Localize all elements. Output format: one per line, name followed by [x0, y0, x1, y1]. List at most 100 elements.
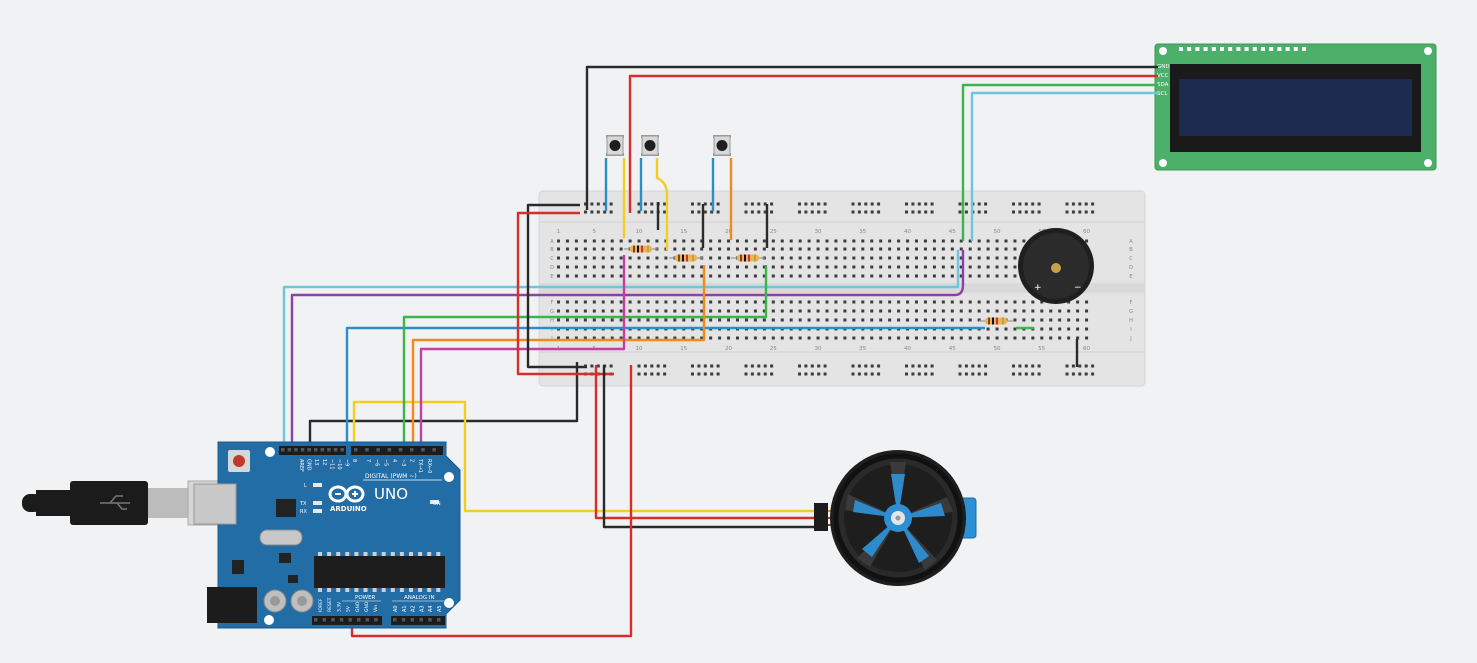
digital-pin-label: RX←0	[426, 459, 432, 473]
bb-col-number: 15	[680, 346, 687, 352]
power-pin-label: GND	[364, 601, 370, 612]
analog-pin-label: A4	[428, 605, 434, 612]
bb-row-letter: D	[1129, 265, 1133, 271]
bb-row-letter: F	[1130, 300, 1133, 306]
bb-col-number: 40	[904, 229, 911, 235]
bb-col-number: 45	[949, 346, 956, 352]
analog-pin-label: A5	[437, 605, 443, 612]
bb-row-letter: C	[1129, 256, 1133, 262]
power-jack	[207, 587, 257, 623]
lcd-pin-label: SCL	[1157, 91, 1168, 97]
wire-lcd-sda	[961, 83, 1158, 241]
digital-header-1[interactable]	[279, 446, 346, 455]
bb-col-number: 55	[1038, 346, 1045, 352]
resistor[interactable]	[979, 317, 1013, 325]
lcd-screen	[1179, 79, 1412, 136]
wire-magenta-pin2	[419, 255, 626, 449]
bb-row-letter: J	[1129, 336, 1131, 342]
chip-pins	[318, 552, 441, 592]
power-pin-label: 5V	[346, 605, 352, 612]
push-button[interactable]	[713, 135, 731, 156]
wire-yellow-pin9	[352, 400, 822, 513]
push-button[interactable]	[606, 135, 624, 156]
bb-row-letter: B	[1129, 247, 1133, 253]
resistor[interactable]	[624, 245, 658, 253]
resistor[interactable]	[731, 254, 765, 262]
bb-row-letter: F	[551, 300, 554, 306]
wire-lcd-scl	[970, 91, 1158, 241]
usb-icon	[100, 495, 130, 510]
analog-header[interactable]	[391, 616, 445, 625]
bb-col-number: 20	[725, 346, 732, 352]
analog-label: ANALOG IN	[404, 595, 435, 601]
bb-row-letter: I	[1130, 327, 1131, 333]
digital-pin-label: 7	[365, 459, 371, 462]
usb-cable[interactable]	[22, 480, 223, 526]
wire-btn2-yellow	[655, 158, 669, 250]
bb-row-letter: D	[550, 265, 554, 271]
buzzer-minus-label: −	[1074, 283, 1082, 293]
wire-servo-black	[602, 365, 822, 529]
power-pin-label: Vin	[373, 605, 379, 612]
piezo-buzzer[interactable]: + −	[1018, 228, 1094, 304]
bb-row-letter: G	[550, 309, 554, 315]
digital-pin-label: 12	[321, 459, 327, 465]
digital-pin-label: AREF	[298, 459, 304, 472]
digital-pin-label: ~9	[344, 459, 350, 466]
buzzer-plus-label: +	[1034, 283, 1042, 293]
bb-col-number: 60	[1083, 346, 1090, 352]
arduino-logo-text: ARDUINO	[330, 505, 367, 513]
wires[interactable]	[282, 65, 1158, 638]
bb-col-number: 10	[636, 346, 643, 352]
digital-header-2[interactable]	[351, 446, 443, 455]
digital-pin-label: ~3	[400, 459, 406, 466]
digital-pin-label: 8	[351, 459, 357, 462]
bb-col-number: 35	[859, 346, 866, 352]
wire-servo-red	[594, 365, 822, 520]
wire-orange-pin3	[411, 265, 706, 449]
led-l-label: L	[304, 483, 307, 489]
wire-5v-red	[350, 365, 633, 638]
wire-green-pin4	[402, 265, 768, 449]
bb-col-number: 35	[859, 229, 866, 235]
digital-label: DIGITAL (PWM ~)	[365, 473, 417, 480]
board-model: UNO	[374, 485, 408, 503]
bb-row-letter: E	[550, 274, 553, 280]
header-sockets	[281, 448, 436, 452]
led-tx-label: TX	[299, 501, 307, 507]
bb-col-number: 25	[770, 229, 777, 235]
power-pin-label: RESET	[327, 597, 333, 612]
led-rx-label: RX	[300, 509, 307, 515]
resistors[interactable]	[624, 245, 1013, 325]
push-button[interactable]	[641, 135, 659, 156]
power-pin-label: IOREF	[318, 598, 324, 612]
wire-purple-scl	[290, 250, 965, 449]
digital-pin-label: ~10	[336, 459, 342, 470]
bb-col-number: 15	[680, 229, 687, 235]
analog-pin-label: A1	[402, 605, 408, 612]
bb-row-letter: C	[550, 256, 554, 262]
power-header[interactable]	[312, 616, 382, 625]
push-buttons[interactable]	[606, 135, 731, 156]
analog-pin-label: A0	[393, 605, 399, 612]
lcd-pin-label: VCC	[1157, 73, 1169, 79]
bb-col-number: 30	[815, 229, 822, 235]
lcd-pin-label: SDA	[1157, 82, 1169, 88]
digital-pin-label: 13	[313, 459, 319, 465]
bb-col-number: 10	[636, 229, 643, 235]
bb-col-number: 40	[904, 346, 911, 352]
resistor[interactable]	[669, 254, 703, 262]
digital-pin-label: GND	[306, 459, 312, 471]
bb-col-number: 45	[949, 229, 956, 235]
bb-row-letter: I	[551, 327, 552, 333]
bb-col-number: 1	[557, 229, 561, 235]
servo-motor[interactable]	[814, 450, 977, 586]
power-pin-label: 3.3V	[336, 601, 342, 612]
analog-pin-label: A2	[411, 605, 417, 612]
